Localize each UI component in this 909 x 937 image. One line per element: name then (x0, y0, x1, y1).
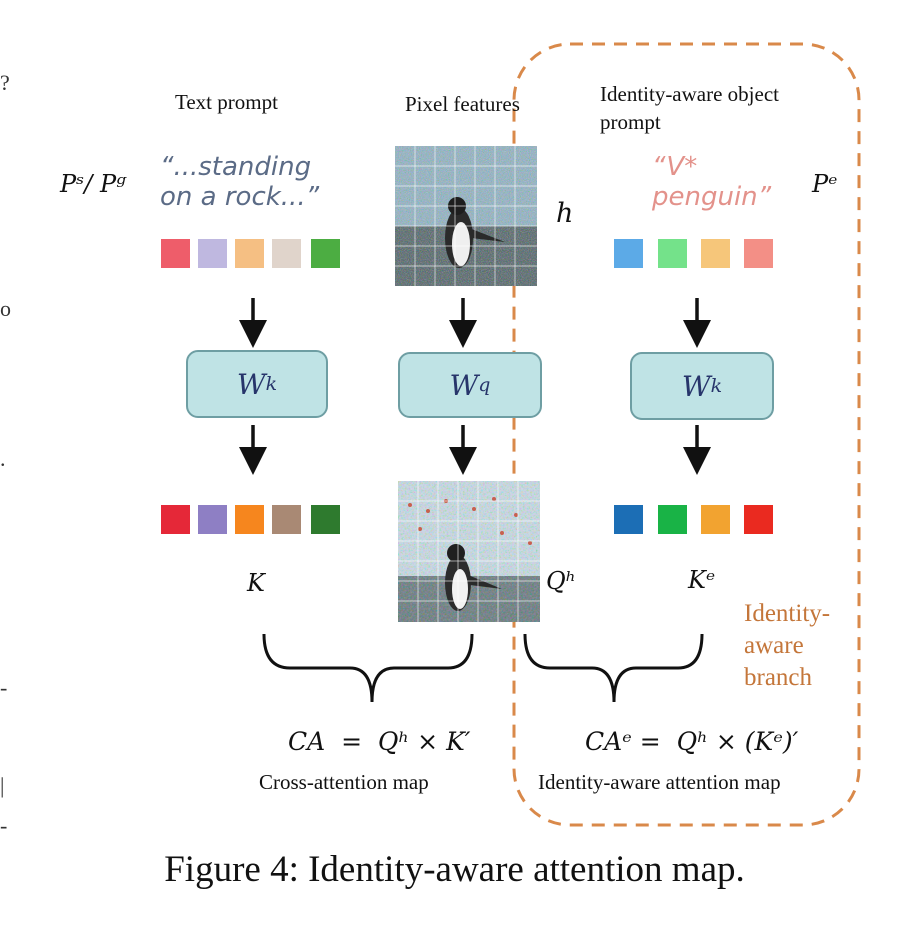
identity-token-light (744, 239, 773, 268)
query-features-image (398, 481, 540, 622)
text-quote-line1: “...standing (160, 152, 312, 182)
pixel-features-image (395, 146, 537, 286)
ca-formula: CA = Qʰ × K′ (288, 727, 471, 756)
text-token-dark (235, 505, 264, 534)
text-quote-line2: on a rock...” (160, 182, 320, 212)
identity-quote-line2: penguin” (652, 182, 772, 212)
identity-branch-line1: Identity- (744, 600, 831, 627)
text-token-dark (198, 505, 227, 534)
identity-quote-line1: “V* (652, 152, 698, 182)
k-label: K (247, 569, 265, 597)
identity-branch-label: Identity- aware branch (744, 598, 830, 694)
identity-attention-map-label: Identity-aware attention map (538, 770, 781, 794)
pe-symbol: Pᵉ (812, 170, 838, 198)
weight-sub: k (265, 373, 278, 395)
weight-sub: k (710, 375, 723, 397)
text-token-light (198, 239, 227, 268)
text-token-light (311, 239, 340, 268)
text-prompt-label: Text prompt (175, 90, 278, 114)
identity-token-light (701, 239, 730, 268)
weight-base: W (236, 367, 266, 401)
identity-token-dark (701, 505, 730, 534)
margin-mark: - (0, 675, 8, 700)
weight-sub: q (478, 374, 491, 396)
margin-mark: . (0, 446, 6, 471)
identity-branch-line2: aware (744, 632, 804, 659)
text-token-light (235, 239, 264, 268)
identity-prompt-label-line1: Identity-aware object (600, 82, 779, 106)
margin-mark: | (0, 773, 5, 798)
cross-attention-map-label: Cross-attention map (259, 770, 429, 794)
identity-branch-line3: branch (744, 664, 813, 691)
ps-pg-symbol: Pˢ/ Pᵍ (60, 170, 126, 198)
margin-mark: - (0, 813, 8, 838)
text-token-light (161, 239, 190, 268)
figure-caption: Figure 4: Identity-aware attention map. (164, 849, 745, 890)
identity-token-dark (658, 505, 687, 534)
text-token-dark (311, 505, 340, 534)
text-token-light (272, 239, 301, 268)
cae-formula: CAᵉ = Qʰ × (Kᵉ)′ (585, 727, 799, 756)
identity-token-dark (614, 505, 643, 534)
weight-base: W (449, 368, 479, 402)
text-token-dark (272, 505, 301, 534)
identity-prompt-label-line2: prompt (600, 110, 661, 134)
qh-label: Qʰ (546, 567, 577, 595)
text-token-dark (161, 505, 190, 534)
text-prompt-quote: “...standing on a rock...” (160, 152, 319, 212)
identity-token-light (614, 239, 643, 268)
ke-label: Kᵉ (688, 566, 716, 594)
identity-prompt-quote: “V* penguin” (652, 152, 771, 212)
identity-token-light (658, 239, 687, 268)
pixel-features-label: Pixel features (405, 92, 520, 116)
margin-mark: ? (0, 70, 10, 95)
h-symbol: h (556, 198, 574, 229)
identity-token-dark (744, 505, 773, 534)
weight-base: W (681, 369, 711, 403)
margin-mark: o (0, 296, 11, 321)
